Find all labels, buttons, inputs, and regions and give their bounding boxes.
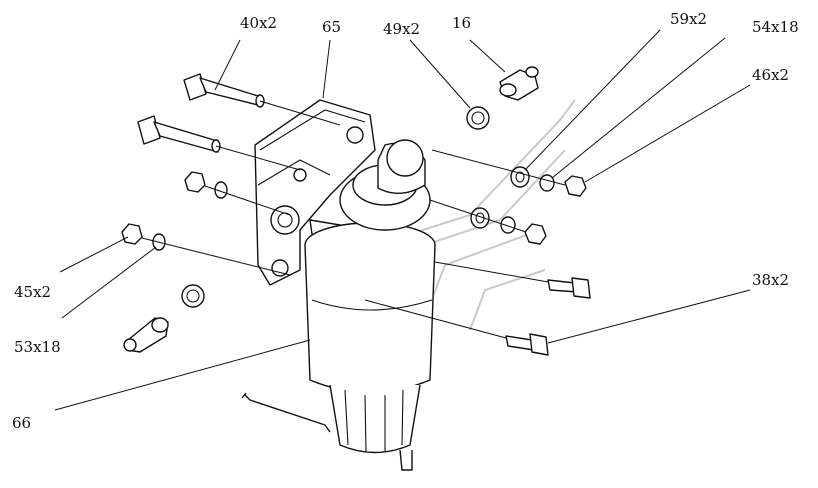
- label-45x2: 45x2: [14, 283, 51, 301]
- label-46x2: 46x2: [752, 66, 789, 84]
- leader-40x2: [214, 39, 241, 91]
- part-labels: 40x2 65 49x2 16 59x2 54x18 46x2 45x2 53x…: [12, 10, 799, 432]
- fitting-16: [499, 66, 539, 101]
- leader-49x2: [409, 39, 471, 109]
- leader-65: [322, 39, 331, 99]
- label-54x18: 54x18: [752, 18, 799, 36]
- nut-45-a: [184, 171, 206, 193]
- bolt-38-upper: [547, 277, 591, 299]
- washer-59-a: [510, 166, 530, 188]
- washer-49: [466, 106, 490, 130]
- leader-66: [54, 339, 311, 411]
- leader-46x2: [584, 84, 751, 183]
- fitting-lower-left: [123, 317, 169, 353]
- bolt-40-upper: [183, 73, 265, 108]
- lock-washer-54-b: [500, 216, 516, 234]
- label-66: 66: [12, 414, 31, 432]
- nut-46-a: [564, 175, 587, 197]
- bolt-40-lower: [137, 115, 221, 153]
- label-53x18: 53x18: [14, 338, 61, 356]
- leader-lines: [54, 29, 751, 411]
- nut-45-b: [121, 223, 143, 245]
- bolt-38-lower: [505, 333, 549, 356]
- label-59x2: 59x2: [670, 10, 707, 28]
- lock-washer-53-a: [214, 181, 228, 199]
- label-40x2: 40x2: [240, 14, 277, 32]
- washer-lower-left: [181, 284, 205, 308]
- label-16: 16: [452, 14, 471, 32]
- label-65: 65: [322, 18, 341, 36]
- leader-54x18: [551, 37, 726, 179]
- nut-46-b: [524, 223, 547, 245]
- filter-bowl-66: [241, 222, 436, 471]
- label-38x2: 38x2: [752, 271, 789, 289]
- leader-53x18: [61, 246, 157, 319]
- lock-washer-54-a: [539, 174, 555, 192]
- label-49x2: 49x2: [383, 20, 420, 38]
- leader-16: [469, 39, 506, 73]
- leader-38x2: [547, 289, 751, 344]
- washer-59-b: [470, 207, 490, 229]
- leader-45x2: [59, 236, 129, 273]
- primer-pump: [339, 139, 431, 231]
- leader-59x2: [524, 29, 661, 171]
